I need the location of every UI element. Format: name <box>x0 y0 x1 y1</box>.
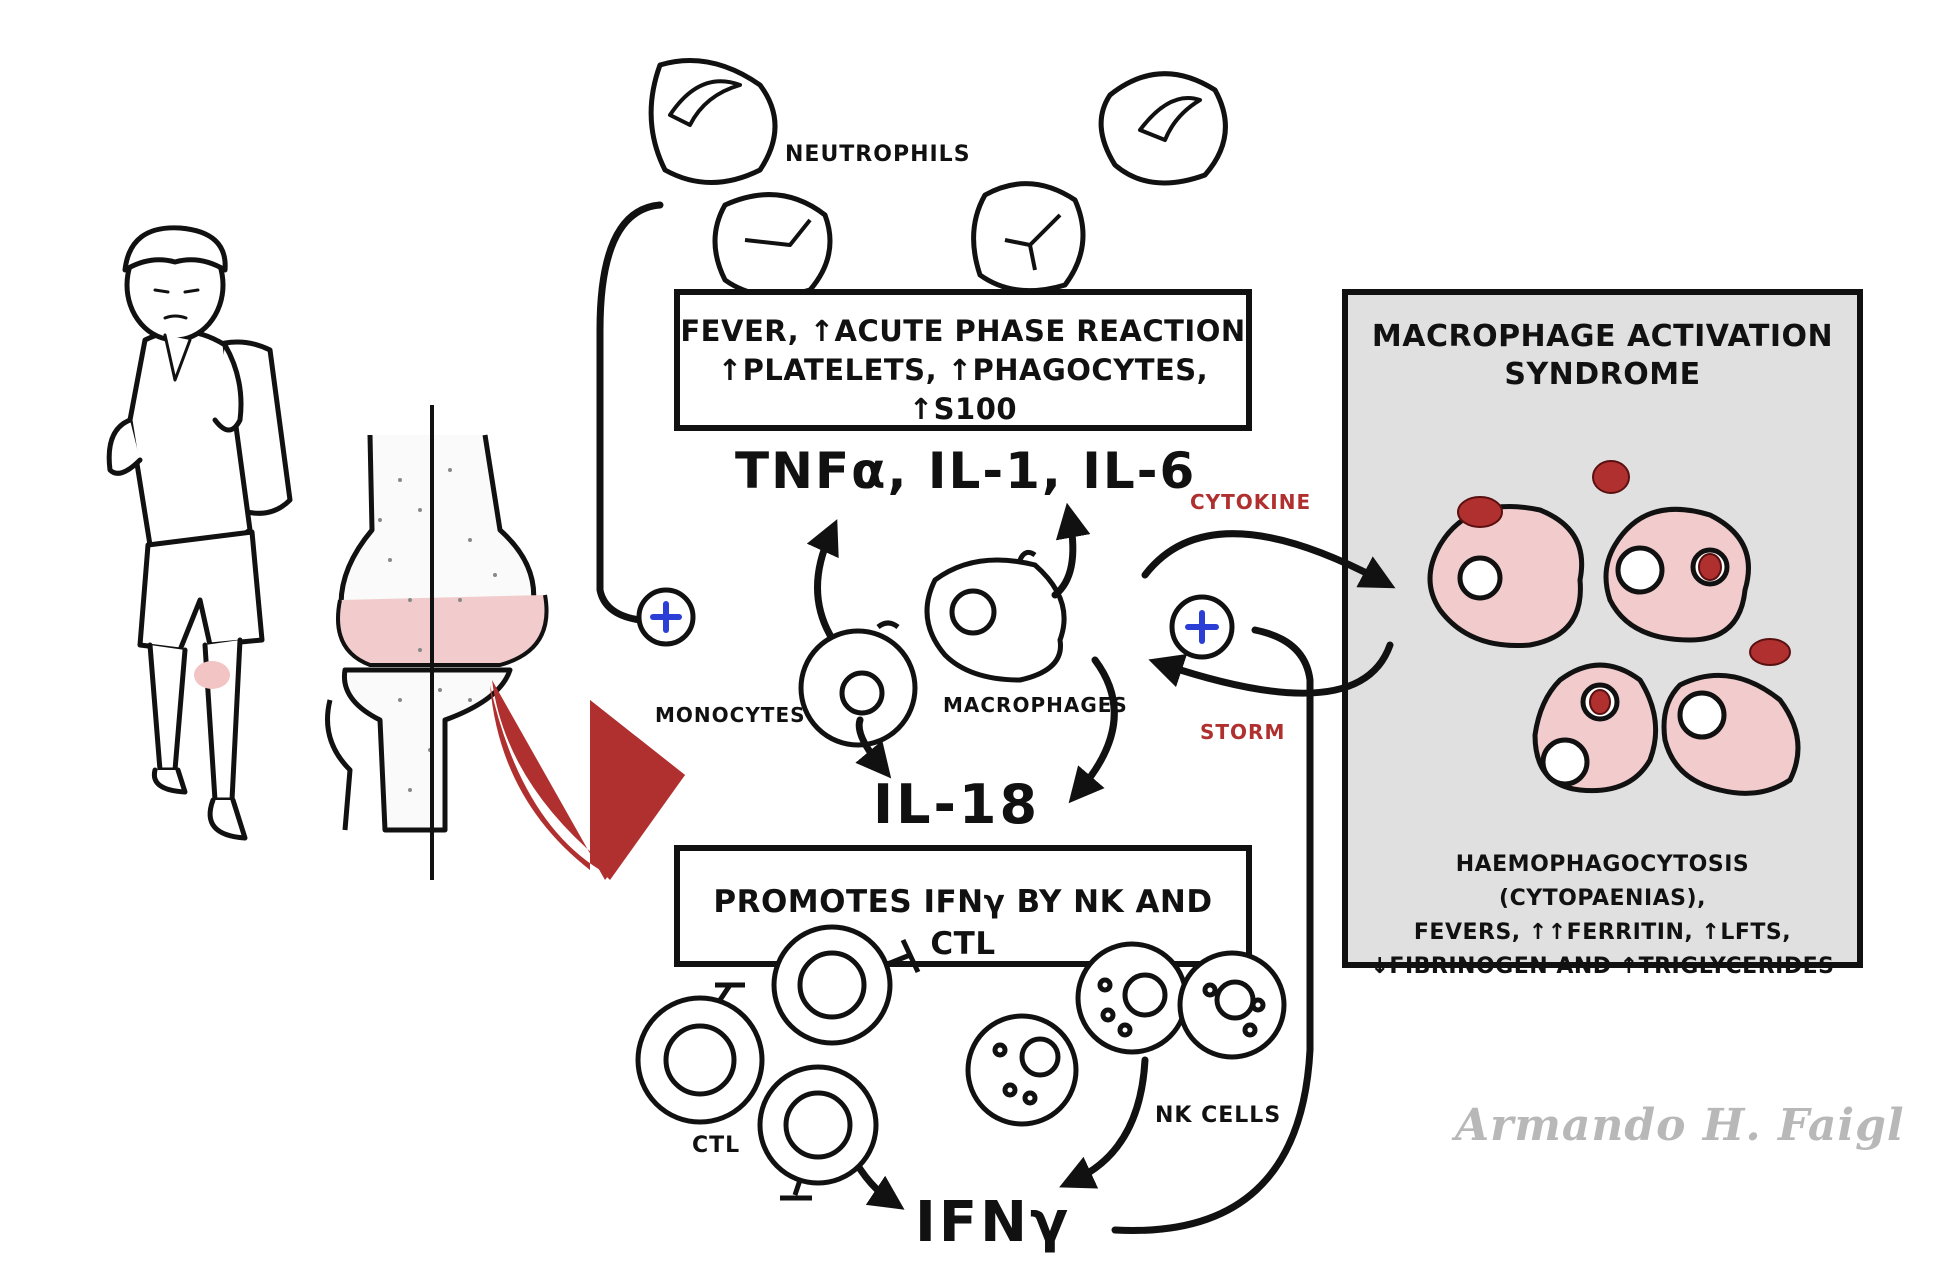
top-box <box>674 289 1252 431</box>
ifn-gamma-label: IFNγ <box>915 1190 1072 1255</box>
mas-desc-line2: FEVERS, ↑↑FERRITIN, ↑LFTS, <box>1413 920 1792 946</box>
macrophages-label: MACROPHAGES <box>943 693 1128 717</box>
red-blood-cells <box>1457 460 1791 715</box>
mas-desc-line3: ↓FIBRINOGEN AND ↑TRIGLYCERIDES <box>1370 954 1835 980</box>
ctl-label: CTL <box>692 1133 741 1158</box>
macrophage-cell <box>924 549 1067 683</box>
flow-arrows <box>596 201 1396 1234</box>
middle-box-text: PROMOTES IFNγ BY NK AND CTL <box>713 884 1213 962</box>
mas-title: MACROPHAGE ACTIVATION SYNDROME <box>1350 318 1855 393</box>
ctl-cells <box>635 924 921 1201</box>
cytokines-label: TNFα, IL-1, IL-6 <box>735 442 1197 500</box>
top-box-text: FEVER, ↑ACUTE PHASE REACTION ↑PLATELETS,… <box>680 312 1246 429</box>
mas-macrophages <box>1427 504 1801 796</box>
il18-label: IL-18 <box>873 773 1041 836</box>
mas-title-line2: SYNDROME <box>1504 356 1701 392</box>
monocytes-label: MONOCYTES <box>655 703 806 727</box>
artist-signature: Armando H. Faigl <box>1455 1100 1905 1151</box>
middle-box <box>674 845 1252 967</box>
mas-panel <box>1342 289 1863 968</box>
child-figure <box>106 225 293 841</box>
neutrophil-cells <box>648 58 1228 299</box>
mas-title-line1: MACROPHAGE ACTIVATION <box>1371 319 1834 354</box>
cytokine-word: CYTOKINE <box>1190 490 1312 514</box>
knee-joint-illustration <box>325 405 549 880</box>
mas-description: HAEMOPHAGOCYTOSIS (CYTOPAENIAS), FEVERS,… <box>1350 848 1855 984</box>
mas-desc-line1: HAEMOPHAGOCYTOSIS (CYTOPAENIAS), <box>1455 852 1750 912</box>
nk-cells-label: NK CELLS <box>1155 1103 1282 1128</box>
nk-cells <box>965 941 1287 1127</box>
top-box-line2: ↑PLATELETS, ↑PHAGOCYTES, ↑S100 <box>717 353 1209 427</box>
storm-word: STORM <box>1200 720 1286 744</box>
top-box-line1: FEVER, ↑ACUTE PHASE REACTION <box>680 314 1246 348</box>
neutrophils-label: NEUTROPHILS <box>785 142 971 167</box>
